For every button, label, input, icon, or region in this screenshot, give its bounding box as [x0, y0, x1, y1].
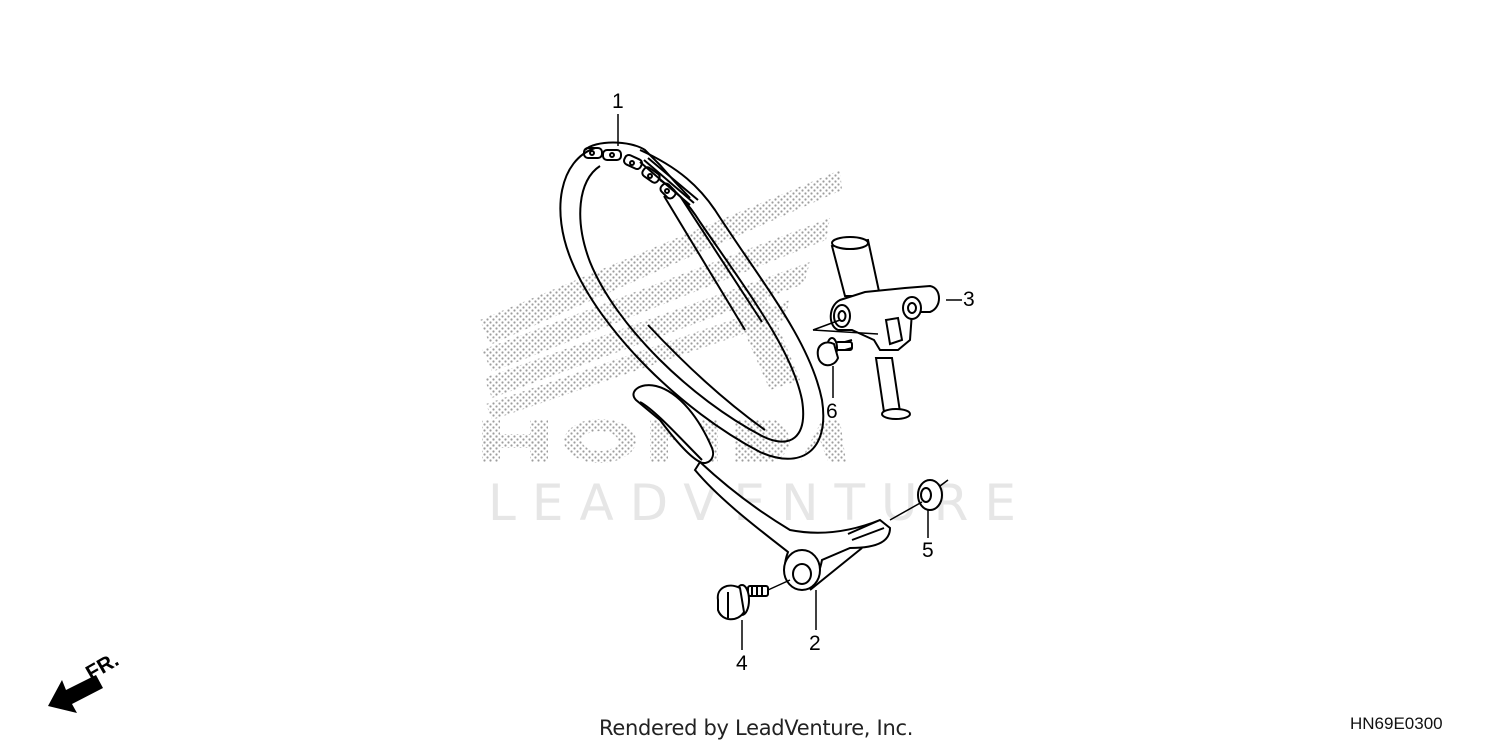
tensioner-arm-part[interactable]: [632, 384, 892, 591]
tensioner-lifter-part[interactable]: [829, 236, 940, 420]
diagram-code-label: HN69E0300: [1350, 714, 1443, 733]
callout-2-tensioner-arm[interactable]: 2: [809, 632, 821, 655]
rendered-by-credit: Rendered by LeadVenture, Inc.: [599, 716, 914, 740]
washer-part[interactable]: [917, 479, 943, 511]
flange-bolt-part[interactable]: [716, 584, 769, 621]
callout-4-flange-bolt[interactable]: 4: [736, 652, 748, 675]
front-direction-arrow-icon: [48, 675, 103, 713]
leader-lines: [617, 114, 962, 650]
callout-5-washer[interactable]: 5: [922, 539, 934, 562]
callout-1-cam-chain[interactable]: 1: [612, 90, 624, 113]
callout-6-small-flange-bolt[interactable]: 6: [826, 400, 838, 423]
cam-chain-part[interactable]: [559, 141, 825, 460]
callout-3-tensioner-lifter[interactable]: 3: [963, 288, 975, 311]
wing-logo-watermark-icon: [480, 170, 846, 463]
small-flange-bolt-part[interactable]: [816, 337, 853, 367]
